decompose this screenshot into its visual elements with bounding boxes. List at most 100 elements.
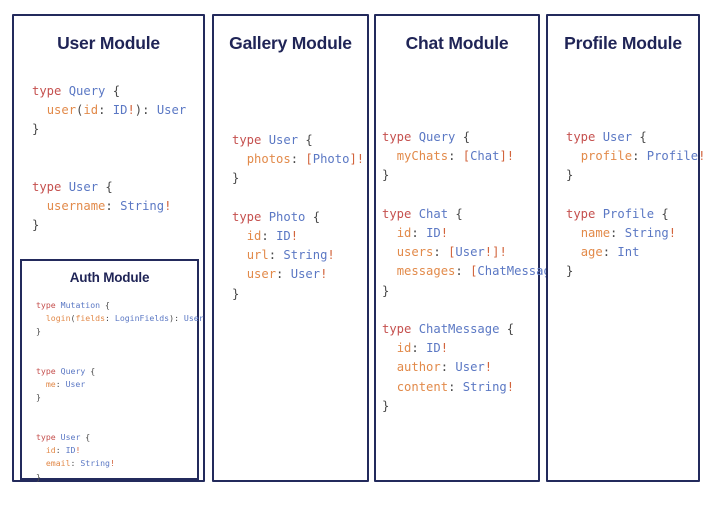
code-token: !: [440, 226, 449, 241]
code-token: String: [120, 199, 165, 214]
code-line: type Mutation {: [36, 299, 204, 312]
code-line: }: [32, 216, 186, 235]
code-line: username: String!: [32, 197, 186, 216]
code-token: }: [382, 168, 390, 183]
code-token: [595, 130, 602, 144]
code-token: [382, 264, 397, 278]
code-line: id: ID!: [382, 339, 573, 358]
code-token: [36, 379, 46, 389]
code-token: !: [327, 248, 335, 263]
code-token: type: [32, 84, 62, 98]
code-token: User: [183, 313, 204, 324]
module-panel-profile[interactable]: Profile Module type User { profile: Prof…: [546, 14, 704, 482]
code-line: users: [User!]!: [382, 243, 573, 262]
code-token: [: [470, 264, 478, 279]
code-token: Photo: [268, 209, 306, 224]
code-token: }: [32, 122, 40, 137]
code-token: ): [169, 313, 175, 324]
code-token: [261, 133, 268, 147]
code-token: :: [290, 152, 306, 167]
code-line: }: [566, 166, 704, 185]
code-token: [382, 360, 397, 374]
code-line: messages: [ChatMessage]!: [382, 262, 573, 281]
code-token: type: [232, 209, 262, 224]
code-line: myChats: [Chat]!: [382, 147, 573, 166]
module-title-user: User Module: [57, 33, 160, 53]
code-token: }: [232, 171, 240, 186]
code-line: type Query {: [32, 82, 186, 101]
code-token: }: [382, 398, 390, 413]
code-line: type Photo {: [232, 208, 364, 227]
code-token: !]!: [484, 245, 507, 260]
code-token: [382, 226, 397, 240]
code-token: type: [36, 432, 56, 443]
code-token: String: [283, 248, 328, 263]
code-token: User: [455, 360, 485, 375]
code-token: }: [36, 326, 41, 337]
code-token: {: [499, 322, 515, 337]
code-token: User: [60, 432, 81, 443]
code-line: type Query {: [382, 128, 573, 147]
code-line: id: ID!: [382, 224, 573, 243]
module-panel-auth[interactable]: Auth Module type Mutation { login(fields…: [20, 259, 204, 482]
code-token: !: [320, 267, 328, 282]
code-token: (: [70, 313, 76, 324]
code-token: [36, 313, 46, 323]
code-token: author: [396, 360, 441, 375]
code-token: id: [45, 445, 56, 456]
code-token: me: [45, 379, 56, 390]
code-token: [382, 341, 397, 355]
code-token: :: [411, 341, 427, 356]
code-token: User: [268, 133, 299, 147]
code-line: name: String!: [566, 224, 704, 243]
code-token: ID: [426, 341, 441, 356]
code-token: :: [98, 103, 113, 118]
code-line: login(fields: LoginFields): User: [36, 312, 204, 325]
code-line: [36, 418, 204, 431]
module-title-auth: Auth Module: [69, 270, 150, 285]
code-token: [36, 445, 46, 455]
code-line: author: User!: [382, 358, 573, 377]
code-line: type User {: [36, 431, 204, 444]
code-token: id: [246, 229, 262, 244]
code-token: [32, 199, 47, 213]
code-line: }: [32, 120, 186, 139]
code-token: [382, 149, 397, 163]
code-token: User: [455, 245, 485, 260]
code-token: fields: [75, 313, 106, 324]
code-token: id: [396, 341, 412, 356]
code-token: [: [462, 149, 471, 164]
code-line: }: [232, 169, 364, 188]
code-token: {: [80, 432, 91, 443]
code-line: type User {: [232, 131, 364, 150]
code-line: photos: [Photo]!: [232, 150, 364, 169]
code-token: Chat: [470, 149, 500, 164]
code-line: }: [566, 262, 704, 281]
module-panel-gallery[interactable]: Gallery Module type User { photos: [Phot…: [212, 14, 369, 482]
code-line: type Chat {: [382, 205, 573, 224]
code-token: ]!: [499, 149, 515, 164]
code-token: :: [411, 226, 427, 241]
code-token: ID: [426, 226, 441, 241]
code-token: :: [55, 379, 66, 390]
code-line: }: [382, 166, 573, 185]
code-line: [566, 186, 704, 205]
code-token: !: [109, 458, 115, 469]
module-panel-user[interactable]: User Module type Query { user(id: ID!): …: [12, 14, 205, 482]
code-token: user: [46, 103, 77, 118]
code-token: age: [580, 245, 603, 260]
code-token: {: [98, 180, 113, 195]
code-token: User: [602, 130, 633, 144]
code-token: [261, 210, 268, 224]
code-token: :: [433, 245, 449, 260]
code-token: ID: [112, 103, 128, 118]
module-panel-chat[interactable]: Chat Module type Query { myChats: [Chat]…: [374, 14, 573, 482]
code-token: :: [455, 264, 471, 279]
code-token: [61, 84, 68, 98]
code-line: id: ID!: [232, 227, 364, 246]
code-token: {: [455, 130, 471, 144]
code-token: Query: [60, 366, 86, 377]
code-token: [382, 380, 397, 394]
code-line: type ChatMessage {: [382, 320, 573, 339]
